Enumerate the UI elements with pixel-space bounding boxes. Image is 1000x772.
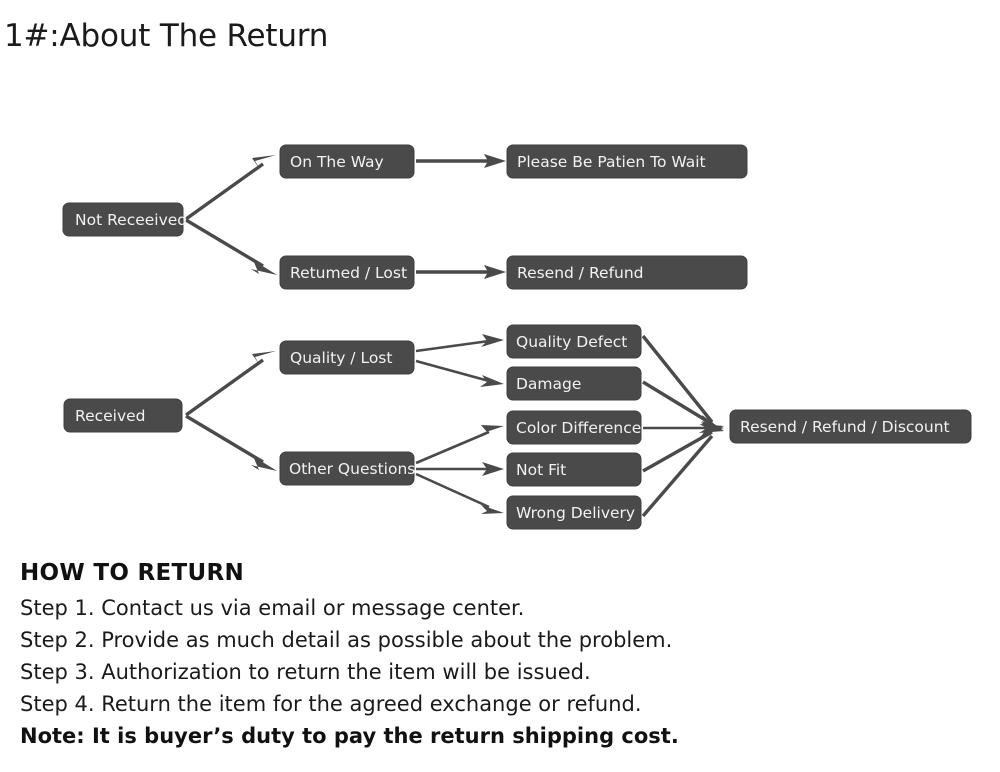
edge-qualitydefect-outcome (641, 334, 714, 424)
arrowhead-otherquestions (251, 456, 277, 471)
node-please-be-patien-to-wait[interactable]: Please Be Patien To Wait (506, 144, 748, 179)
node-wrong-delivery-box[interactable] (506, 495, 642, 530)
node-other-questions[interactable]: Other Questions (279, 451, 415, 486)
node-resend-refund-discount-box[interactable] (729, 409, 972, 444)
edges-not-received (185, 154, 506, 279)
node-damage[interactable]: Damage (506, 366, 642, 401)
edge-received-otherquestions (185, 414, 264, 464)
node-quality-defect-label: Quality Defect (516, 333, 627, 351)
arrowhead-colordifference (480, 425, 504, 434)
edge-otherquestions-colordifference (415, 430, 490, 465)
how-to-return-step-2: Step 2. Provide as much detail as possib… (20, 628, 673, 653)
node-not-fit-label: Not Fit (516, 461, 566, 479)
arrowhead-wait (484, 154, 506, 168)
node-received-box[interactable] (63, 398, 183, 433)
edge-notreceived-ontheway (185, 162, 264, 221)
how-to-return-section: HOW TO RETURN Step 1. Contact us via ema… (20, 560, 980, 753)
node-on-the-way-label: On The Way (290, 153, 384, 171)
edge-notreceived-retumedlost (185, 218, 264, 268)
arrowhead-qualitydefect (481, 334, 504, 347)
node-resend-refund-label: Resend / Refund (517, 264, 644, 282)
node-other-questions-box[interactable] (279, 451, 415, 486)
node-wrong-delivery[interactable]: Wrong Delivery (506, 495, 642, 530)
page-title: 1#:About The Return (4, 18, 329, 54)
node-not-received-label: Not Receeived (75, 211, 187, 229)
edge-otherquestions-wrongdelivery (415, 472, 490, 509)
node-retumed-lost-box[interactable] (279, 255, 415, 290)
node-resend-refund-box[interactable] (506, 255, 748, 290)
node-on-the-way-box[interactable] (279, 144, 415, 179)
node-on-the-way[interactable]: On The Way (279, 144, 415, 179)
edges-received (185, 334, 724, 518)
node-quality-defect[interactable]: Quality Defect (506, 324, 642, 359)
edge-wrongdelivery-outcome (641, 434, 714, 518)
edge-quality-qualitydefect (415, 339, 490, 353)
node-received[interactable]: Received (63, 398, 183, 433)
how-to-return-step-1: Step 1. Contact us via email or message … (20, 596, 525, 621)
edge-damage-outcome (642, 380, 713, 426)
arrowhead-notfit (482, 462, 504, 476)
node-retumed-lost-label: Retumed / Lost (290, 264, 407, 282)
node-wrong-delivery-label: Wrong Delivery (516, 504, 635, 522)
node-please-be-patien-to-wait-label: Please Be Patien To Wait (517, 153, 706, 171)
how-to-return-step-3: Step 3. Authorization to return the item… (20, 660, 591, 685)
node-not-received-box[interactable] (62, 202, 184, 237)
node-damage-label: Damage (516, 375, 581, 393)
node-color-difference[interactable]: Color Difference (506, 410, 642, 445)
edge-received-quality (185, 358, 264, 417)
node-received-label: Received (75, 407, 146, 425)
arrowhead-wrongdelivery (481, 505, 504, 514)
return-policy-flowchart: Not Receeived On The Way Retumed / Lost … (62, 144, 972, 530)
node-quality-lost-label: Quality / Lost (290, 349, 392, 367)
node-quality-lost-box[interactable] (279, 340, 415, 375)
arrowhead-retumedlost (251, 260, 277, 275)
node-damage-box[interactable] (506, 366, 642, 401)
arrowhead-outcome-5 (700, 426, 724, 437)
node-color-difference-label: Color Difference (516, 419, 641, 437)
node-resend-refund-discount-label: Resend / Refund / Discount (740, 418, 950, 436)
node-please-be-patien-to-wait-box[interactable] (506, 144, 748, 179)
arrowhead-damage (480, 375, 504, 387)
node-resend-refund-discount[interactable]: Resend / Refund / Discount (729, 409, 972, 444)
node-not-fit[interactable]: Not Fit (506, 452, 642, 487)
how-to-return-note: Note: It is buyer’s duty to pay the retu… (20, 724, 679, 749)
node-quality-lost[interactable]: Quality / Lost (279, 340, 415, 375)
node-retumed-lost[interactable]: Retumed / Lost (279, 255, 415, 290)
edge-quality-damage (415, 359, 490, 383)
node-other-questions-label: Other Questions (289, 460, 415, 478)
node-color-difference-box[interactable] (506, 410, 642, 445)
node-resend-refund[interactable]: Resend / Refund (506, 255, 748, 290)
how-to-return-step-4: Step 4. Return the item for the agreed e… (20, 692, 642, 717)
how-to-return-heading: HOW TO RETURN (20, 560, 245, 586)
node-not-fit-box[interactable] (506, 452, 642, 487)
arrowhead-resendrefund (484, 265, 506, 279)
node-quality-defect-box[interactable] (506, 324, 642, 359)
edge-notfit-outcome (642, 430, 713, 473)
arrowhead-ontheway (252, 155, 276, 171)
arrowhead-quality (252, 351, 276, 367)
node-not-received[interactable]: Not Receeived (62, 202, 187, 237)
